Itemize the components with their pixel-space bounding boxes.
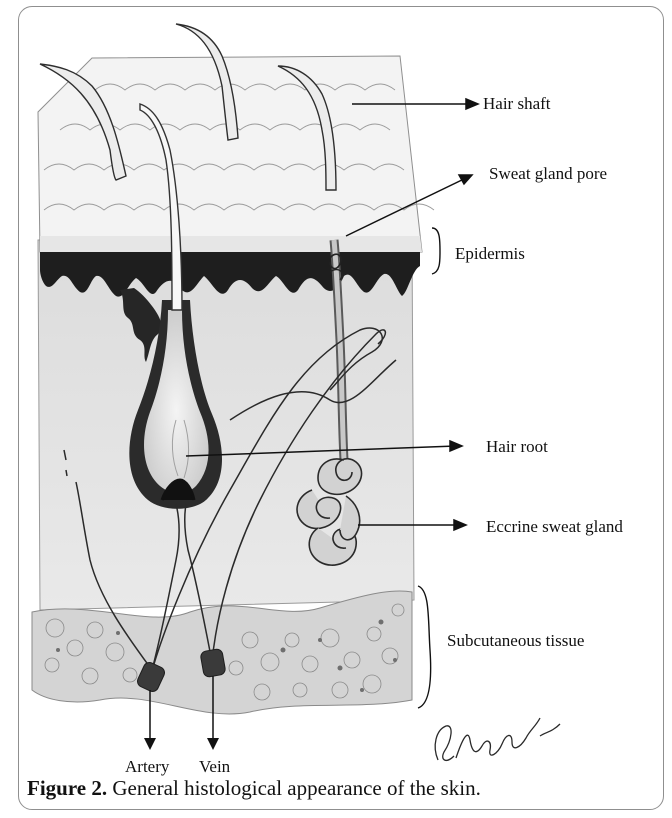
label-epidermis: Epidermis bbox=[455, 245, 525, 262]
label-brackets bbox=[418, 228, 440, 708]
label-subcutaneous-tissue: Subcutaneous tissue bbox=[447, 632, 584, 649]
artist-signature bbox=[435, 718, 560, 760]
dermis bbox=[38, 240, 414, 610]
figure-number: Figure 2. bbox=[27, 776, 107, 800]
label-vein: Vein bbox=[199, 758, 230, 775]
label-eccrine-sweat-gland: Eccrine sweat gland bbox=[486, 518, 623, 535]
label-hair-shaft: Hair shaft bbox=[483, 95, 551, 112]
caption-text: General histological appearance of the s… bbox=[107, 776, 481, 800]
label-hair-root: Hair root bbox=[486, 438, 548, 455]
label-artery: Artery bbox=[125, 758, 169, 775]
figure-caption: Figure 2. General histological appearanc… bbox=[27, 778, 481, 799]
label-sweat-gland-pore: Sweat gland pore bbox=[489, 165, 607, 182]
